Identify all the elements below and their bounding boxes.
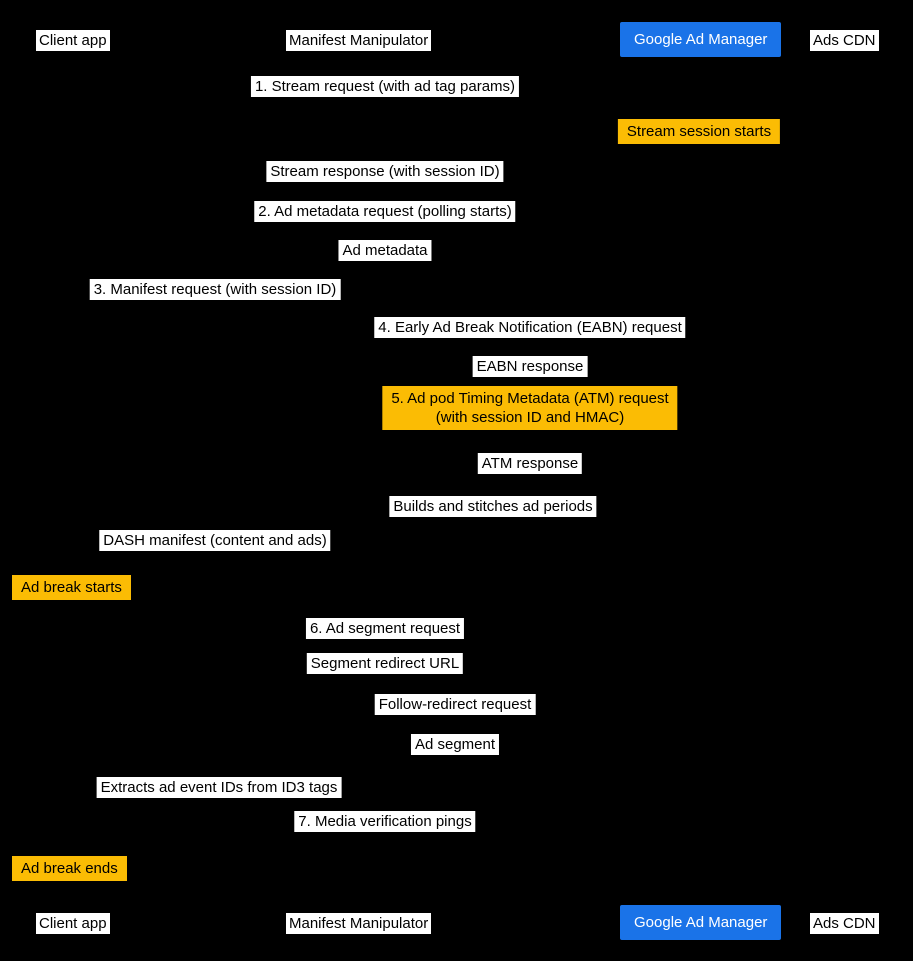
message-stream-response: Stream response (with session ID) [266,161,504,182]
message-eabn-response: EABN response [472,356,588,377]
message-follow-redirect-request: Follow-redirect request [374,694,536,715]
message-4-eabn-request: 4. Early Ad Break Notification (EABN) re… [374,317,686,338]
participant-client-app-bottom: Client app [36,913,110,934]
message-1-stream-request: 1. Stream request (with ad tag params) [250,76,520,97]
participant-ads-cdn-bottom: Ads CDN [810,913,879,934]
message-ad-metadata: Ad metadata [338,240,432,261]
message-dash-manifest: DASH manifest (content and ads) [99,530,331,551]
participant-google-ad-manager-top: Google Ad Manager [620,22,782,57]
message-ad-segment: Ad segment [410,734,500,755]
message-segment-redirect-url: Segment redirect URL [306,653,464,674]
participant-ads-cdn-top: Ads CDN [810,30,879,51]
note-5-atm-request: 5. Ad pod Timing Metadata (ATM) request … [382,386,678,430]
message-7-media-verification-pings: 7. Media verification pings [294,811,476,832]
participant-manifest-manipulator-top: Manifest Manipulator [286,30,432,51]
message-atm-response: ATM response [477,453,583,474]
participant-client-app-top: Client app [36,30,110,51]
message-6-ad-segment-request: 6. Ad segment request [305,618,465,639]
note-ad-break-ends: Ad break ends [12,856,127,881]
message-2-ad-metadata-request: 2. Ad metadata request (polling starts) [254,201,516,222]
label-builds-and-stitches-ad-periods: Builds and stitches ad periods [389,496,597,517]
participant-manifest-manipulator-bottom: Manifest Manipulator [286,913,432,934]
participant-google-ad-manager-bottom: Google Ad Manager [620,905,782,940]
note-stream-session-starts: Stream session starts [617,119,781,144]
message-3-manifest-request: 3. Manifest request (with session ID) [89,279,341,300]
note-ad-break-starts: Ad break starts [12,575,131,600]
label-extracts-ad-event-ids: Extracts ad event IDs from ID3 tags [96,777,342,798]
